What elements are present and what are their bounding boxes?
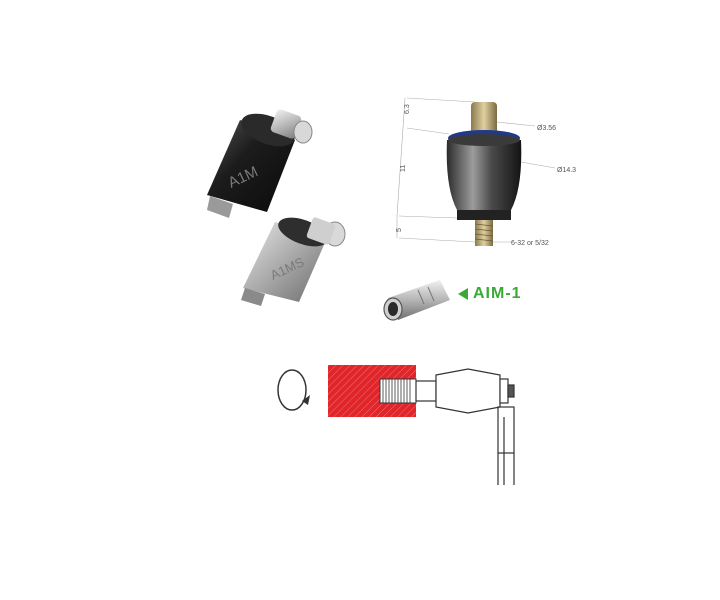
product-a1m-black: A1M — [207, 109, 313, 218]
dim-thread: 6-32 or 5/32 — [511, 240, 549, 247]
dim-bottom-height: 5 — [396, 228, 403, 232]
dim-top-height: 6.3 — [404, 104, 411, 114]
dim-body-diameter: Ø14.3 — [557, 167, 576, 174]
aim1-label-text: AIM-1 — [473, 285, 522, 302]
aim1-label: AIM-1 — [458, 285, 522, 303]
aim1-accessory-image — [383, 280, 450, 321]
rotation-arrow-icon — [277, 369, 310, 411]
product-a1ms-silver: A1MS — [241, 217, 346, 306]
dim-shaft-diameter: Ø3.56 — [537, 125, 556, 132]
application-diagram — [277, 365, 515, 485]
dim-body-height: 11 — [400, 165, 407, 172]
dimension-drawing: 6.3 11 5 Ø3.56 Ø14.3 6-32 or 5/32 — [396, 97, 576, 247]
left-arrow-icon — [458, 288, 468, 300]
